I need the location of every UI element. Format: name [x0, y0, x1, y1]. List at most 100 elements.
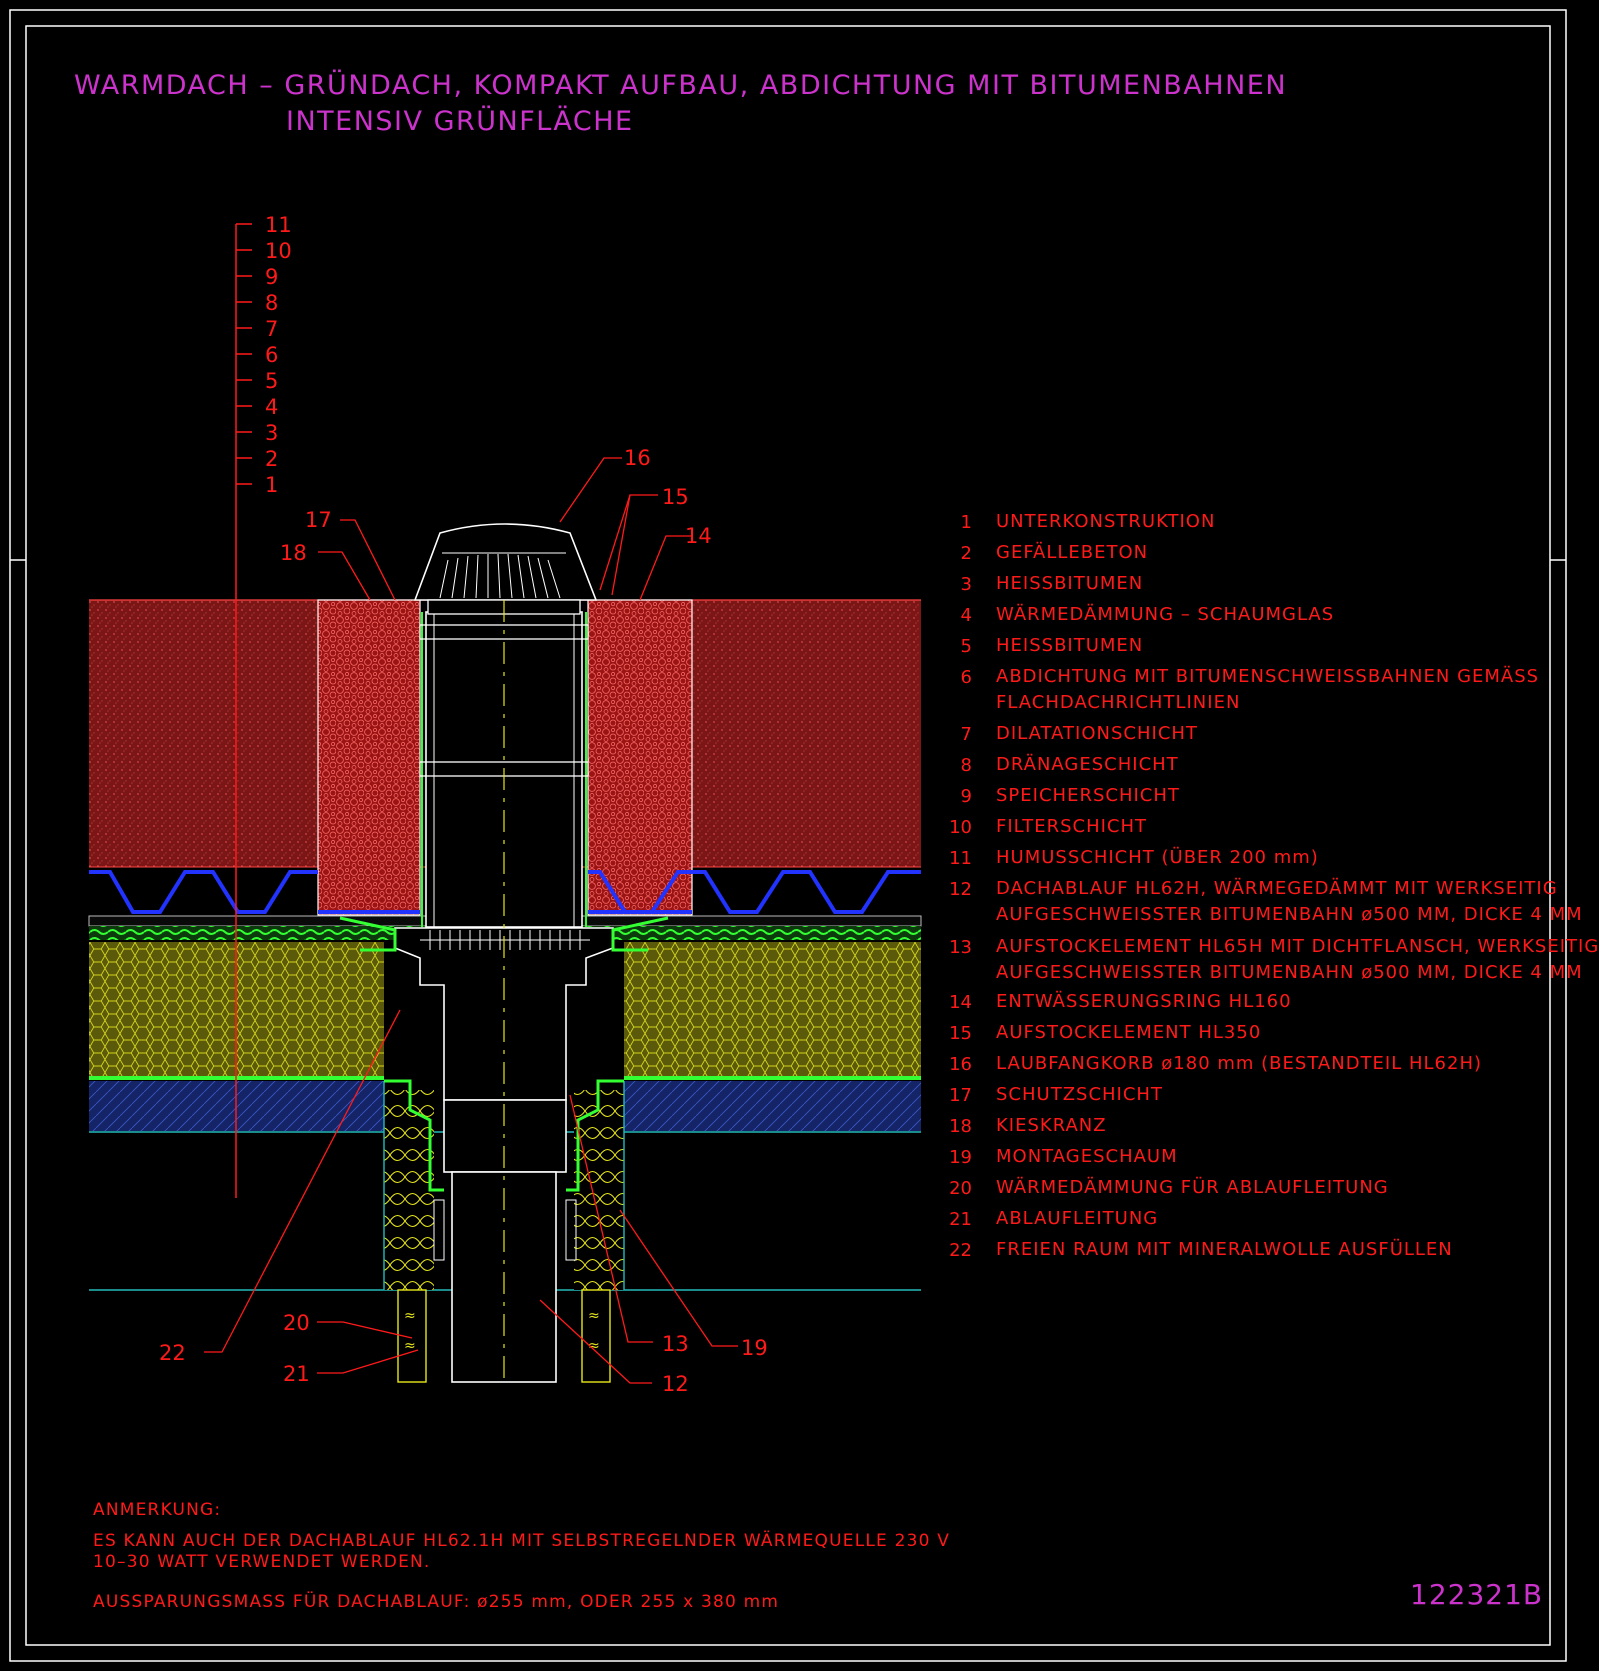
legend-number: 10 [949, 817, 972, 838]
legend-number: 3 [960, 574, 972, 595]
legend-number: 8 [960, 755, 972, 776]
legend-number: 9 [960, 786, 972, 807]
layer-scale-label: 1 [265, 473, 278, 497]
mineral-wool-right [574, 1090, 624, 1290]
legend-text: ABDICHTUNG MIT BITUMENSCHWEISSBAHNEN GEM… [996, 666, 1540, 713]
legend-text: HEISSBITUMEN [996, 573, 1144, 594]
drain-pipe-upper [443, 1099, 567, 1173]
foam-left [433, 1199, 445, 1261]
callout-15: 15 [662, 485, 689, 509]
layer-scale-label: 6 [265, 343, 278, 367]
legend-number: 18 [949, 1116, 972, 1137]
humus-layer-left [89, 600, 318, 867]
legend-number: 6 [960, 667, 972, 688]
legend-text: AUFSTOCKELEMENT HL350 [996, 1022, 1262, 1043]
legend-text: MONTAGESCHAUM [996, 1146, 1178, 1167]
legend-text: DRÄNAGESCHICHT [996, 754, 1179, 775]
callout-leaders [204, 457, 738, 1384]
callout-20: 20 [283, 1311, 310, 1335]
legend-number: 2 [960, 543, 972, 564]
wool-marks-right: ≈ [588, 1308, 600, 1324]
drawing-title-line2: INTENSIV GRÜNFLÄCHE [286, 106, 634, 137]
riser-collar-top [419, 624, 589, 640]
layer-scale-label: 2 [265, 447, 278, 471]
callout-18: 18 [280, 541, 307, 565]
wool-marks-right-2: ≈ [588, 1338, 600, 1354]
legend-number: 4 [960, 605, 972, 626]
layer-scale-label: 9 [265, 265, 278, 289]
legend-number: 7 [960, 724, 972, 745]
callout-19: 19 [741, 1336, 768, 1360]
legend-number: 15 [949, 1023, 972, 1044]
legend-text: WÄRMEDÄMMUNG – SCHAUMGLAS [996, 604, 1335, 625]
drawing-number: 122321B [1410, 1578, 1544, 1611]
legend-text: FILTERSCHICHT [996, 816, 1148, 837]
legend-number: 21 [949, 1209, 972, 1230]
frame-inner [25, 25, 1551, 1646]
legend-text: AUFSTOCKELEMENT HL65H MIT DICHTFLANSCH, … [996, 936, 1599, 983]
humus-layer-right [692, 600, 921, 867]
callout-13: 13 [662, 1332, 689, 1356]
callout-12: 12 [662, 1372, 689, 1396]
legend-text: GEFÄLLEBETON [996, 542, 1149, 563]
legend-text: FREIEN RAUM MIT MINERALWOLLE AUSFÜLLEN [996, 1239, 1453, 1260]
lower-flange-right [566, 1079, 624, 1192]
legend-text: LAUBFANGKORB ø180 mm (BESTANDTEIL HL62H) [996, 1053, 1483, 1074]
gravel-ring-left [317, 599, 421, 916]
membrane-seal-right [611, 916, 669, 952]
legend-text: ABLAUFLEITUNG [996, 1208, 1159, 1229]
frame-outer [9, 9, 1567, 1662]
layer-scale-label: 11 [265, 213, 292, 237]
drawing-title-line1: WARMDACH – GRÜNDACH, KOMPAKT AUFBAU, ABD… [74, 70, 1288, 101]
callout-21: 21 [283, 1362, 310, 1386]
gravel-ring-right [587, 599, 693, 916]
insulation-right [624, 942, 921, 1076]
legend-number: 19 [949, 1147, 972, 1168]
leaf-catcher-ribs [439, 552, 566, 599]
callout-14: 14 [685, 524, 712, 548]
wool-marks-left: ≈ [404, 1308, 416, 1324]
legend-text: KIESKRANZ [996, 1115, 1107, 1136]
note-line2: 10–30 WATT VERWENDET WERDEN. [93, 1552, 431, 1572]
legend-number: 20 [949, 1178, 972, 1199]
legend-text: HEISSBITUMEN [996, 635, 1144, 656]
callout-16: 16 [624, 446, 651, 470]
mineral-wool-left [384, 1090, 434, 1290]
membrane-seal-left [339, 916, 397, 952]
drain-grate [420, 930, 590, 950]
callout-17: 17 [305, 508, 332, 532]
layer-scale-label: 8 [265, 291, 278, 315]
legend-number: 11 [949, 848, 972, 869]
pipe-insulation-right [581, 1289, 611, 1383]
foam-right [565, 1199, 577, 1261]
note-line1: ES KANN AUCH DER DACHABLAUF HL62.1H MIT … [93, 1531, 951, 1551]
layer-scale-label: 3 [265, 421, 278, 445]
layer-scale-label: 4 [265, 395, 278, 419]
leaf-catcher [413, 523, 598, 601]
legend-text: UNTERKONSTRUKTION [996, 511, 1216, 532]
legend-number: 12 [949, 879, 972, 900]
legend-number: 16 [949, 1054, 972, 1075]
layer-scale-label: 5 [265, 369, 278, 393]
legend-number: 22 [949, 1240, 972, 1261]
drainage-layer-left [89, 870, 318, 914]
lower-flange-left [384, 1079, 444, 1192]
note-heading: ANMERKUNG: [93, 1500, 222, 1520]
legend-text: WÄRMEDÄMMUNG FÜR ABLAUFLEITUNG [996, 1177, 1389, 1198]
legend-number: 13 [949, 937, 972, 958]
legend-text: DILATATIONSCHICHT [996, 723, 1198, 744]
layer-scale-label: 7 [265, 317, 278, 341]
legend-text: HUMUSSCHICHT (ÜBER 200 mm) [996, 847, 1319, 868]
callout-22: 22 [159, 1341, 186, 1365]
sloped-concrete-right [624, 1081, 921, 1131]
legend-number: 5 [960, 636, 972, 657]
legend-text: SPEICHERSCHICHT [996, 785, 1180, 806]
legend-text: ENTWÄSSERUNGSRING HL160 [996, 991, 1292, 1012]
note-line3: AUSSPARUNGSMASS FÜR DACHABLAUF: ø255 mm,… [93, 1592, 780, 1612]
wool-marks-left-2: ≈ [404, 1338, 416, 1354]
legend-number: 14 [949, 992, 972, 1013]
legend-text: SCHUTZSCHICHT [996, 1084, 1163, 1105]
layer-scale-label: 10 [265, 239, 292, 263]
